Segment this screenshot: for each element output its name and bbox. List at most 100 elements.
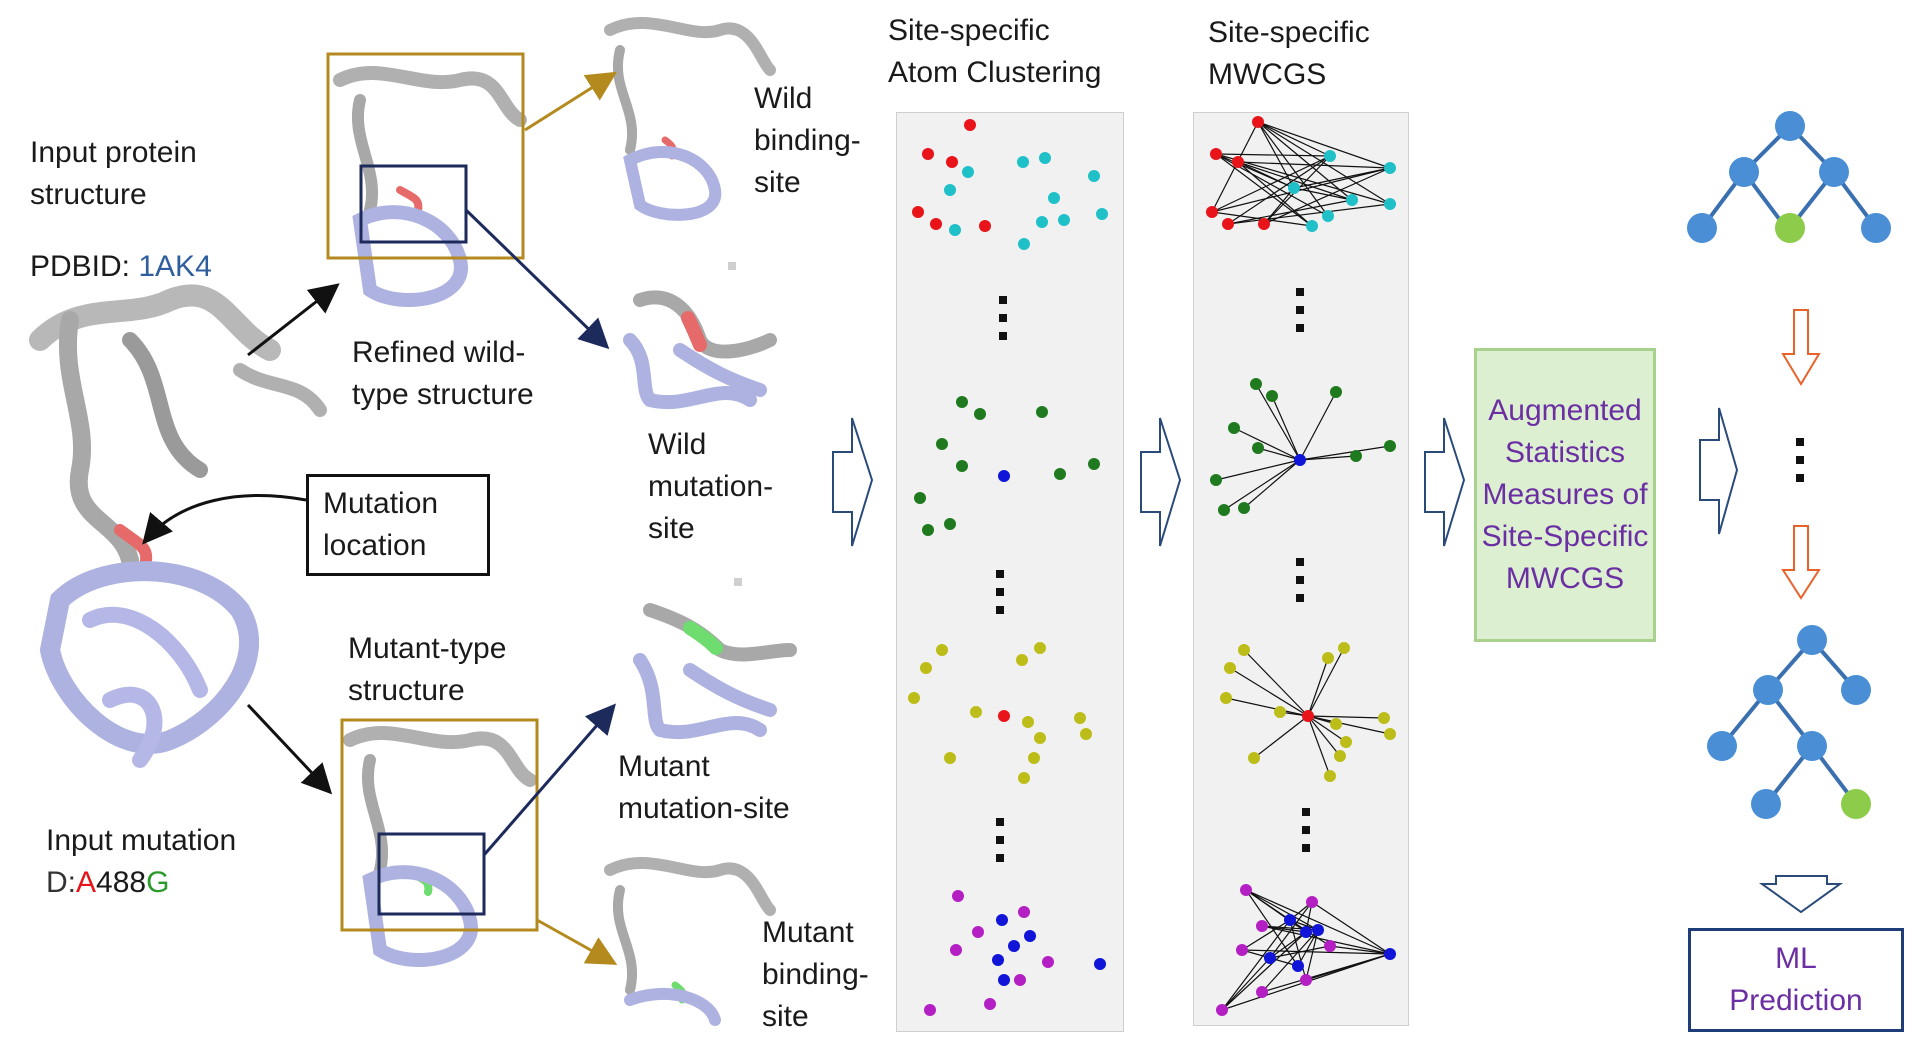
wild-mutation-site-structure [623, 262, 777, 410]
atom-point [944, 518, 956, 530]
atom-point [1036, 406, 1048, 418]
ellipsis-marks [996, 288, 1804, 862]
cluster-group-2 [914, 396, 1100, 536]
mutation-location-callout: Mutation location [306, 474, 490, 576]
atom-point [946, 156, 958, 168]
atom-point [952, 890, 964, 902]
atom-point [962, 166, 974, 178]
wild-binding-site-structure [604, 16, 776, 221]
input-protein-structure [29, 284, 327, 768]
atom-point [998, 470, 1010, 482]
mwcgs-panel [1193, 112, 1409, 1026]
atom-point [944, 184, 956, 196]
pdbid-label: PDBID: 1AK4 [30, 246, 212, 288]
atom-point [944, 752, 956, 764]
atom-point [1088, 170, 1100, 182]
mutant-type-structure [343, 725, 537, 967]
atom-point [912, 206, 924, 218]
mwcgs-graph-2 [1210, 378, 1396, 516]
atom-point [1054, 468, 1066, 480]
atom-point [920, 662, 932, 674]
mutant-binding-site-structure [604, 856, 776, 1026]
refined-wildtype-gold-frame [326, 52, 525, 260]
atom-point [996, 914, 1008, 926]
down-arrow-1 [1781, 309, 1821, 386]
atom-point [998, 710, 1010, 722]
atom-point [1058, 214, 1070, 226]
mutant-type-label: Mutant-type structure [348, 632, 507, 707]
arrow-to-wild-mutation [464, 208, 610, 350]
atom-point [1008, 940, 1020, 952]
atom-point [924, 1004, 936, 1016]
atom-point [914, 492, 926, 504]
cluster-group-1 [912, 119, 1108, 250]
block-arrow-4 [1699, 407, 1739, 535]
atom-point [1094, 958, 1106, 970]
mutant-type-navy-frame [377, 832, 486, 916]
block-arrow-1 [832, 417, 874, 547]
mutant-type-gold-frame [340, 718, 539, 932]
wild-mutation-site-label: Wild mutation- site [648, 428, 774, 545]
tree-node [1775, 213, 1805, 243]
mutant-mutation-site-structure [633, 578, 797, 740]
refined-wildtype-structure [333, 65, 527, 307]
mutant-residue: G [146, 866, 170, 899]
atom-point [964, 119, 976, 131]
atom-point [970, 706, 982, 718]
mwcgs-graph-4 [1216, 884, 1396, 1016]
atom-point [1042, 956, 1054, 968]
atom-point [1080, 728, 1092, 740]
atom-point [992, 954, 1004, 966]
down-arrow-2 [1781, 525, 1821, 600]
arrow-to-mutant-mutation [482, 703, 616, 856]
tree-node [1775, 111, 1805, 141]
cluster-group-4 [924, 890, 1106, 1016]
input-mutation-label: Input mutation D:A488G [46, 820, 236, 904]
tree-node [1797, 731, 1827, 761]
refined-wildtype-label: Refined wild- type structure [352, 336, 534, 411]
tree-node [1797, 625, 1827, 655]
atom-point [930, 218, 942, 230]
block-arrow-2 [1140, 417, 1182, 547]
augmented-statistics-box: Augmented Statistics Measures of Site-Sp… [1474, 348, 1656, 642]
wild-binding-site-label: Wild binding- site [754, 82, 861, 199]
ml-prediction-box: ML Prediction [1688, 928, 1904, 1032]
atom-point [1016, 654, 1028, 666]
pdbid-value: 1AK4 [138, 250, 212, 283]
atom-point [936, 438, 948, 450]
tree-node [1753, 675, 1783, 705]
tree-node [1751, 789, 1781, 819]
decision-tree-2 [1707, 625, 1871, 819]
wild-residue: A [76, 866, 97, 899]
tree-node [1687, 213, 1717, 243]
atom-point [922, 524, 934, 536]
atom-point [1018, 906, 1030, 918]
mutant-mutation-site-label: Mutant mutation-site [618, 750, 790, 825]
decision-tree-1 [1687, 111, 1891, 243]
atom-point [1048, 192, 1060, 204]
clustering-title: Site-specific Atom Clustering [888, 14, 1102, 89]
tree-node [1861, 213, 1891, 243]
atom-point [956, 396, 968, 408]
down-arrow-ml [1758, 875, 1844, 914]
atom-point [1018, 238, 1030, 250]
input-protein-label: Input protein structure [30, 136, 197, 211]
atom-point [908, 692, 920, 704]
atom-point [936, 644, 948, 656]
pdbid-prefix: PDBID: [30, 250, 139, 283]
atom-point [1022, 716, 1034, 728]
atom-point [956, 460, 968, 472]
atom-point [1074, 712, 1086, 724]
atom-point [950, 944, 962, 956]
mwcgs-graph-3 [1220, 642, 1396, 782]
mutant-binding-site-label: Mutant binding- site [762, 916, 869, 1033]
atom-point [974, 408, 986, 420]
cluster-group-3 [908, 642, 1092, 784]
atom-point [984, 998, 996, 1010]
arrow-to-mutant-binding [536, 918, 618, 965]
block-arrow-3 [1424, 417, 1466, 547]
atom-point [1039, 152, 1051, 164]
atom-point [1036, 216, 1048, 228]
atom-point [998, 974, 1010, 986]
atom-point [1018, 772, 1030, 784]
